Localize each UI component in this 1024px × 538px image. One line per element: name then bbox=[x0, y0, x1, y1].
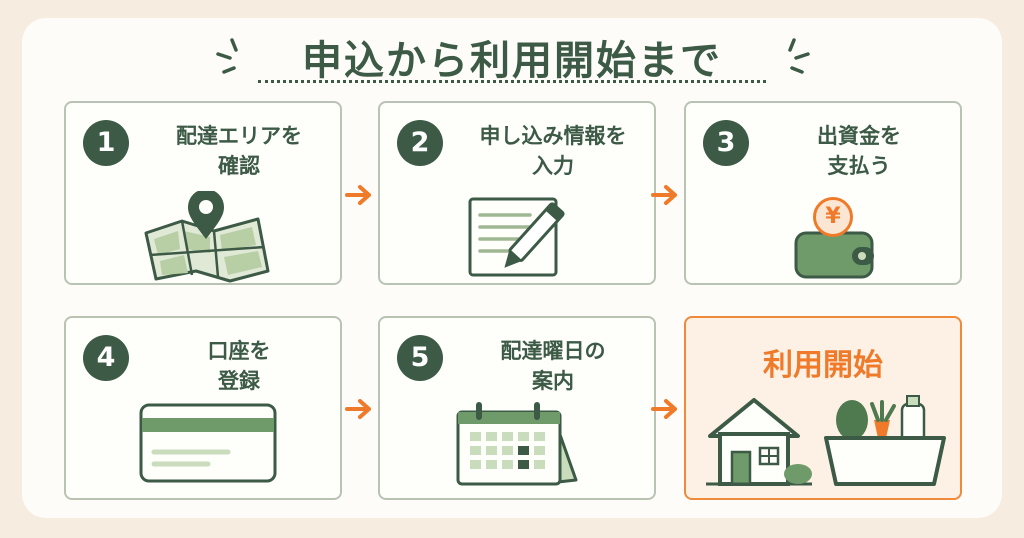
sparkle-left-icon bbox=[216, 38, 238, 74]
step-number: 5 bbox=[397, 335, 443, 381]
arrow-right-icon bbox=[651, 399, 677, 419]
bank-card-icon bbox=[139, 403, 277, 483]
step-number: 3 bbox=[703, 120, 749, 166]
step-number: 4 bbox=[83, 335, 129, 381]
step-label: 配達エリアを確認 bbox=[176, 124, 302, 178]
map-pin-icon bbox=[144, 191, 270, 283]
arrow-right-icon bbox=[651, 185, 677, 205]
step-label: 配達曜日の案内 bbox=[500, 339, 606, 393]
final-card: 利用開始 bbox=[684, 316, 962, 500]
step-card-3: 3 出資金を支払う ¥ bbox=[684, 101, 962, 285]
title-underline bbox=[258, 80, 766, 83]
arrow-right-icon bbox=[345, 185, 371, 205]
form-pencil-icon bbox=[468, 197, 565, 277]
page-title: 申込から利用開始まで bbox=[302, 38, 722, 84]
step-card-5: 5 配達曜日の案内 bbox=[378, 316, 656, 500]
step-card-4: 4 口座を登録 bbox=[64, 316, 342, 500]
step-label: 申し込み情報を入力 bbox=[479, 124, 627, 178]
step-number: 1 bbox=[83, 120, 129, 166]
step-card-1: 1 配達エリアを確認 bbox=[64, 101, 342, 285]
step-label: 口座を登録 bbox=[207, 339, 271, 393]
final-label: 利用開始 bbox=[763, 348, 883, 383]
step-card-2: 2 申し込み情報を入力 bbox=[378, 101, 656, 285]
sparkle-right-icon bbox=[788, 38, 810, 74]
calendar-icon bbox=[456, 402, 578, 486]
step-label: 出資金を支払う bbox=[817, 124, 901, 178]
wallet-yen-icon bbox=[794, 231, 874, 279]
home-grocery-icon bbox=[706, 395, 946, 486]
coin-icon: ¥ bbox=[813, 197, 853, 237]
arrow-right-icon bbox=[345, 399, 371, 419]
step-number: 2 bbox=[397, 120, 443, 166]
